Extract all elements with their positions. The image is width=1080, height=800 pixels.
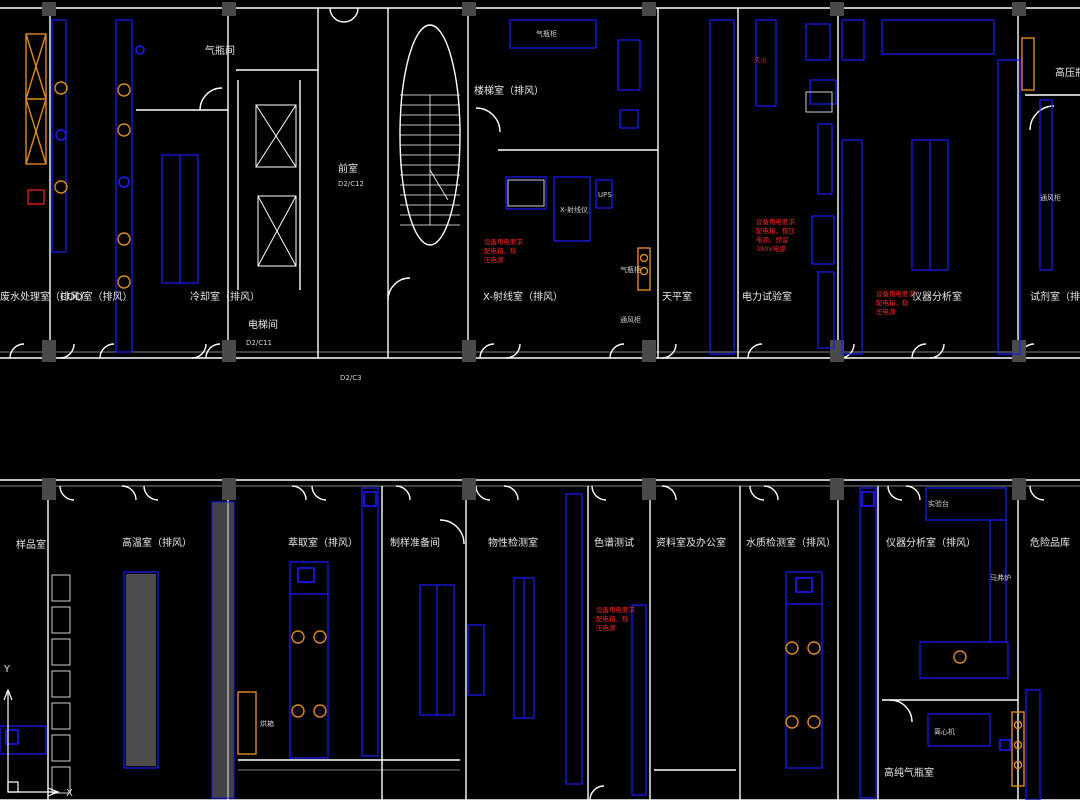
upper-furniture	[51, 19, 1053, 355]
equipment-label: 马弗炉	[990, 573, 1011, 582]
room-label: 仪器分析室	[912, 290, 962, 303]
red-notes: 设备用电要求 配电箱，稳 压电源 设备用电要求 配电箱，稳压 电源，预留 380…	[484, 56, 917, 632]
room-label: 资料室及办公室	[656, 536, 726, 549]
room-label: 电力试验室	[742, 290, 792, 303]
room-label: 色谱测试	[594, 536, 634, 549]
room-label: 萃取室（排风）	[288, 536, 358, 549]
room-label: 样品室	[16, 538, 46, 551]
axis-y-label: Y	[3, 664, 11, 675]
upper-room-labels: 废水处理室（排风） COD室（排风） 冷却室（排风） 前室 X-射线室（排风） …	[0, 162, 1080, 303]
room-label: 试剂室（排风）	[1030, 290, 1080, 303]
elevator-room-label: 电梯间	[248, 318, 278, 331]
equipment-label: 气瓶柜	[620, 265, 641, 274]
equipment-label: 离心机	[934, 727, 955, 736]
fixtures	[25, 33, 1035, 787]
xray-label: X-射线仪	[560, 205, 588, 214]
lower-walls	[0, 479, 1080, 800]
equipment-label: 通风柜	[1040, 193, 1061, 202]
power-note: 设备用电要求 配电箱，稳 压电源	[876, 289, 917, 316]
hatched-blocks	[123, 501, 235, 799]
corridor-code: D2/C3	[340, 374, 362, 382]
fire-note: 灭火	[754, 56, 768, 64]
red-fixture	[27, 189, 45, 205]
equipment-label: 通风柜	[620, 315, 641, 324]
power-note: 设备用电要求 配电箱，稳 压电源	[596, 605, 637, 632]
room-label: X-射线室（排风）	[483, 290, 563, 303]
stair-label: 楼梯室（排风）	[474, 84, 544, 97]
elevator-code: D2/C11	[246, 339, 272, 347]
equipment-labels: 气瓶柜 UPS X-射线仪 气瓶柜 通风柜 通风柜 马弗炉 离心机 烘箱 实验台	[260, 29, 1061, 736]
lower-furniture	[0, 487, 1041, 800]
upper-walls	[0, 7, 1080, 359]
high-pressure-room-label: 高压瓶间	[1055, 66, 1080, 79]
room-label: 高纯气瓶室	[884, 766, 934, 779]
lower-room-labels: 样品室 高温室（排风） 萃取室（排风） 制样准备间 物性检测室 色谱测试 资料室…	[16, 536, 1070, 779]
axis-x-label: X	[66, 788, 73, 799]
room-label: 水质检测室（排风）	[746, 536, 836, 549]
structural-columns	[42, 2, 1026, 500]
room-label: 废水处理室（排风）	[0, 290, 90, 303]
sample-shelves	[51, 91, 833, 794]
room-label: COD室（排风）	[60, 290, 133, 303]
room-label: 仪器分析室（排风）	[886, 536, 976, 549]
room-label: 冷却室（排风）	[190, 290, 260, 303]
room-label: 物性检测室	[488, 536, 538, 549]
equipment-label: 气瓶柜	[536, 29, 557, 38]
power-note: 设备用电要求 配电箱，稳 压电源	[484, 237, 525, 264]
room-label: 危险品库	[1030, 536, 1070, 549]
elevator-cars	[255, 104, 297, 267]
room-label: 高温室（排风）	[122, 536, 192, 549]
room-label: 天平室	[662, 290, 692, 303]
lobby-code: D2/C12	[338, 180, 364, 188]
gas-room-label: 气瓶间	[205, 44, 235, 57]
power-note: 设备用电要求 配电箱，稳压 电源，预留 380V电源	[756, 217, 797, 253]
equipment-label: 实验台	[928, 499, 949, 508]
equipment-label: 烘箱	[260, 719, 274, 728]
stair-treads	[400, 94, 460, 226]
blue-fixtures	[5, 45, 1011, 751]
room-label: 制样准备间	[390, 536, 440, 549]
ups-label: UPS	[598, 191, 612, 199]
room-label: 前室	[338, 162, 358, 175]
ucs-axis-icon	[3, 688, 60, 797]
